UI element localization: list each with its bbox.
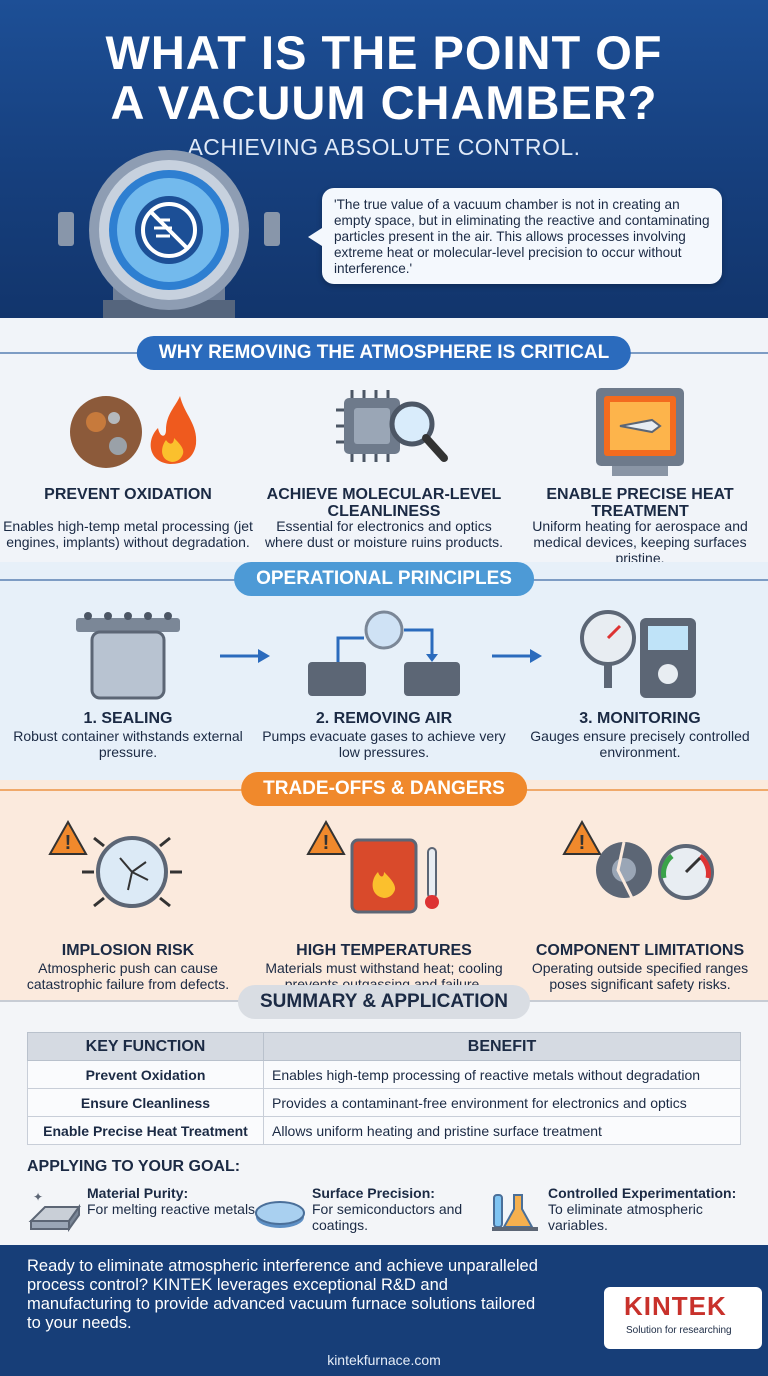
goal-title: Material Purity:: [87, 1185, 189, 1201]
danger-title: HIGH TEMPERATURES: [296, 942, 472, 959]
goal-desc: For melting reactive metals.: [87, 1201, 259, 1217]
lab-flasks-icon: [492, 1194, 538, 1231]
vacuum-chamber-icon: [58, 150, 280, 318]
svg-text:!: !: [65, 832, 72, 854]
metal-ingot-icon: ✦: [28, 1190, 81, 1233]
page-subtitle: ACHIEVING ABSOLUTE CONTROL.: [187, 134, 581, 160]
goal-desc: For semiconductors and coatings.: [312, 1201, 463, 1233]
table-row: Ensure Cleanliness Provides a contaminan…: [27, 1088, 741, 1117]
why-item-desc: Essential for electronics and optics whe…: [264, 518, 504, 550]
principle-desc: Robust container withstands external pre…: [13, 728, 243, 760]
goal-desc: To eliminate atmospheric variables.: [548, 1201, 703, 1233]
principle-desc: Gauges ensure precisely controlled envir…: [530, 728, 750, 760]
principles-section: OPERATIONAL PRINCIPLES 1. SEALING Robust…: [0, 562, 768, 780]
implosion-warning-icon: !: [48, 819, 182, 908]
title-line-2: A VACUUM CHAMBER?: [110, 76, 658, 129]
broken-gear-gauge-icon: !: [562, 819, 714, 900]
goal-surface-precision: Surface Precision: For semiconductors an…: [252, 1185, 502, 1245]
svg-text:!: !: [323, 832, 330, 854]
table-header: KEY FUNCTION: [27, 1032, 264, 1061]
goal-material-purity: ✦ Material Purity: For melting reactive …: [27, 1185, 277, 1245]
summary-heading: SUMMARY & APPLICATION: [237, 985, 531, 1019]
goal-title: Surface Precision:: [312, 1185, 435, 1201]
svg-text:!: !: [579, 832, 586, 854]
furnace-part-icon: [596, 388, 684, 476]
microchip-magnifier-icon: [336, 390, 448, 462]
principle-desc: Pumps evacuate gases to achieve very low…: [262, 728, 506, 760]
vacuum-pump-icon: [308, 610, 460, 696]
danger-desc: Atmospheric push can cause catastrophic …: [26, 960, 230, 992]
pressure-gauge-monitor-icon: [580, 610, 696, 698]
goal-title: Controlled Experimentation:: [548, 1185, 737, 1201]
dangers-heading: TRADE-OFFS & DANGERS: [241, 772, 527, 806]
goal-controlled-experimentation: Controlled Experimentation: To eliminate…: [488, 1185, 744, 1245]
table-header-row: KEY FUNCTION BENEFIT: [27, 1032, 741, 1061]
table-cell-benefit: Enables high-temp processing of reactive…: [263, 1060, 741, 1089]
page-title: WHAT IS THE POINT OF A VACUUM CHAMBER?: [0, 28, 768, 128]
hot-furnace-warning-icon: !: [306, 819, 439, 914]
table-cell-function: Prevent Oxidation: [27, 1060, 264, 1089]
why-item-title: PREVENT OXIDATION: [44, 486, 212, 503]
title-line-1: WHAT IS THE POINT OF: [105, 26, 663, 79]
principle-title: 2. REMOVING AIR: [315, 710, 453, 727]
summary-table: KEY FUNCTION BENEFIT Prevent Oxidation E…: [27, 1032, 741, 1145]
brand-logo-card[interactable]: KINTEK Solution for researching: [604, 1287, 762, 1349]
danger-title: IMPLOSION RISK: [61, 942, 195, 959]
quote-callout: 'The true value of a vacuum chamber is n…: [308, 188, 722, 284]
why-section: WHY REMOVING THE ATMOSPHERE IS CRITICAL …: [0, 318, 768, 566]
why-item-title: ENABLE PRECISE HEAT TREATMENT: [546, 486, 734, 520]
table-row: Enable Precise Heat Treatment Allows uni…: [27, 1116, 741, 1145]
sealed-container-icon: [76, 612, 180, 700]
table-cell-benefit: Provides a contaminant-free environment …: [263, 1088, 741, 1117]
header-banner: WHAT IS THE POINT OF A VACUUM CHAMBER? A…: [0, 0, 768, 318]
website-link[interactable]: kintekfurnace.com: [327, 1352, 441, 1368]
principles-heading: OPERATIONAL PRINCIPLES: [234, 562, 534, 596]
principle-title: 1. SEALING: [83, 710, 173, 727]
table-header: BENEFIT: [263, 1032, 741, 1061]
brand-logo: KINTEK: [624, 1291, 727, 1321]
danger-title: COMPONENT LIMITATIONS: [535, 942, 745, 959]
table-cell-benefit: Allows uniform heating and pristine surf…: [263, 1116, 741, 1145]
rusted-sphere-flame-icon: [70, 396, 197, 468]
why-heading: WHY REMOVING THE ATMOSPHERE IS CRITICAL: [136, 336, 632, 370]
why-item-desc: Enables high-temp metal processing (jet …: [3, 518, 253, 550]
arrow-right-icon: [220, 649, 270, 663]
brand-tagline: Solution for researching: [626, 1325, 732, 1336]
table-cell-function: Enable Precise Heat Treatment: [27, 1116, 264, 1145]
arrow-right-icon: [492, 649, 542, 663]
footer-cta-text: Ready to eliminate atmospheric interfere…: [27, 1257, 538, 1332]
apply-heading: APPLYING TO YOUR GOAL:: [27, 1158, 241, 1175]
dangers-section: TRADE-OFFS & DANGERS ! IMPLOSION RISK At…: [0, 772, 768, 1000]
table-row: Prevent Oxidation Enables high-temp proc…: [27, 1060, 741, 1089]
principle-title: 3. MONITORING: [579, 710, 701, 727]
optical-disc-icon: [255, 1201, 305, 1228]
danger-desc: Operating outside specified ranges poses…: [531, 960, 749, 992]
why-item-title: ACHIEVE MOLECULAR-LEVEL CLEANLINESS: [266, 486, 502, 520]
table-cell-function: Ensure Cleanliness: [27, 1088, 264, 1117]
why-item-desc: Uniform heating for aerospace and medica…: [532, 518, 748, 566]
svg-text:✦: ✦: [33, 1190, 43, 1204]
